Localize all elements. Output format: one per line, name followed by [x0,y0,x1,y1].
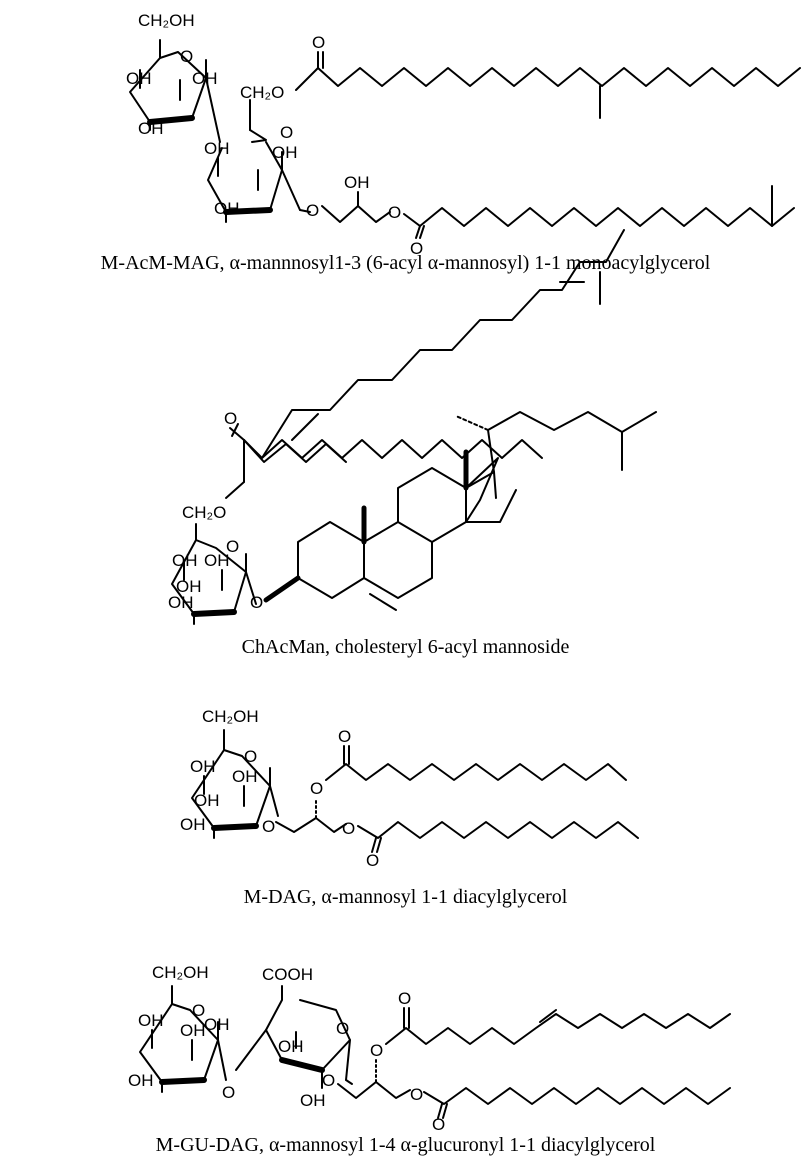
ring-oxygen-label: O [192,1001,205,1020]
ring-oxygen-label: O [280,123,293,142]
hydroxyl-label: OH [204,139,230,158]
ring-oxygen-label: O [336,1019,349,1038]
mannose-ring-m-dag [191,729,279,839]
glycerol-hydroxyl-label: OH [344,173,370,192]
hydroxyl-label: OH [272,143,298,162]
hydroxyl-label: OH [138,119,164,138]
hydroxyl-label: OH [128,1071,154,1090]
hydroxyl-label: OH [172,551,198,570]
label-ch2oh: CH₂OH [138,11,195,30]
ester-oxygen-label: O [388,203,401,222]
hydroxyl-label: OH [176,577,202,596]
caption-chacman: ChAcMan, cholesteryl 6-acyl mannoside [241,636,570,658]
structure-m-dag: CH₂OH O OH OH OH OH O O O O [180,707,639,870]
glycosidic-oxygen-label: O [262,817,275,836]
hydroxyl-label: OH [168,593,194,612]
glycosidic-oxygen-label: O [306,201,319,220]
hydroxyl-label: OH [138,1011,164,1030]
caption-m-acm-mag: M-AcM-MAG, α-mannnosyl1-3 (6-acyl α-mann… [100,252,711,274]
acyl-chain-oleoyl [385,1007,731,1045]
ester-oxygen-label: O [370,1041,383,1060]
acyl-chain-lower [321,185,795,239]
glucuronic-ring [235,985,353,1089]
label-ch2oh: CH₂OH [152,963,209,982]
hydroxyl-label: OH [278,1037,304,1056]
mannose-ring-lower [207,129,311,223]
mannose-ring-chacman [171,481,257,625]
carbonyl-oxygen-label: O [366,851,379,870]
label-cooh: COOH [262,965,313,984]
acyl-chain-palmitoyl [423,1087,731,1119]
glycosidic-oxygen-label: O [322,1071,335,1090]
hydroxyl-label: OH [190,757,216,776]
label-ch2o: CH₂O [240,83,284,102]
hydroxyl-label: OH [180,815,206,834]
ring-oxygen-label: O [226,537,239,556]
glycerol-backbone-m-dag [275,797,347,833]
ring-oxygen-label: O [180,47,193,66]
hydroxyl-label: OH [204,551,230,570]
caption-m-gu-dag: M-GU-DAG, α-mannosyl 1-4 α-glucuronyl 1-… [155,1134,656,1156]
label-ch2oh: CH₂OH [202,707,259,726]
glycosidic-oxygen-label: O [250,593,263,612]
glycerol-backbone-m-gu-dag [337,1059,411,1099]
hydroxyl-label: OH [192,69,218,88]
carbonyl-oxygen-label: O [432,1115,445,1134]
steroid-skeleton [263,411,657,611]
carbonyl-oxygen-label: O [398,989,411,1008]
hydroxyl-label: OH [232,767,258,786]
ester-oxygen-label: O [342,819,355,838]
ester-oxygen-label: O [410,1085,423,1104]
structure-m-gu-dag: CH₂OH O OH OH OH OH O COOH O OH OH O [128,963,731,1134]
caption-m-dag: M-DAG, α-mannosyl 1-1 diacylglycerol [243,886,568,908]
acyl-chain-tail [261,229,625,459]
mannose-ring-m-gu-dag [139,985,227,1093]
structure-m-acm-mag: CH₂OH O OH OH OH CH₂O O O OH OH [126,11,801,258]
carbonyl-oxygen-label: O [224,409,237,428]
hydroxyl-label: OH [194,791,220,810]
structure-chacman: O CH₂O O OH OH OH OH O [168,229,657,625]
glycosidic-oxygen-label: O [222,1083,235,1102]
acyl-chain-upper [249,51,801,131]
hydroxyl-label: OH [180,1021,206,1040]
hydroxyl-label: OH [214,199,240,218]
carbonyl-oxygen-label: O [312,33,325,52]
carbonyl-oxygen-label: O [410,239,423,258]
hydroxyl-label: OH [204,1015,230,1034]
hydroxyl-label: OH [126,69,152,88]
acyl-chain-cholesteryl [229,423,543,483]
ring-oxygen-label: O [244,747,257,766]
mannose-ring-upper [129,39,221,143]
acyl-chain-m-dag-upper [325,745,627,781]
carbonyl-oxygen-label: O [338,727,351,746]
hydroxyl-label: OH [300,1091,326,1110]
label-ch2o: CH₂O [182,503,226,522]
ester-oxygen-label: O [310,779,323,798]
acyl-chain-m-dag-lower [357,821,639,853]
